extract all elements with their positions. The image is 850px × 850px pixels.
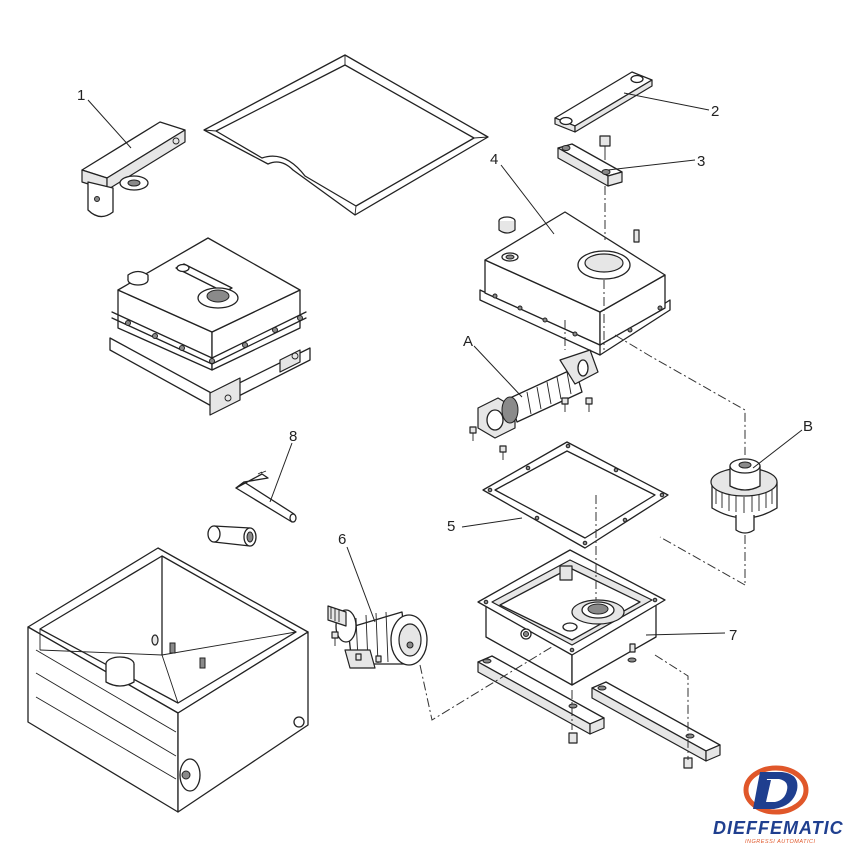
part-2-link-plate (554, 71, 653, 133)
part-4-gearbox-lid (479, 211, 671, 356)
logo-emblem-ring (743, 765, 809, 815)
base-strap-right (591, 681, 721, 769)
leader-3 (607, 159, 696, 171)
assembly-axes (419, 186, 746, 760)
callout-labels: 1 2 3 4 A B 5 6 7 8 (77, 87, 813, 644)
leader-7 (645, 632, 726, 636)
label-6: 6 (338, 531, 346, 548)
part-5-gasket (482, 441, 669, 549)
label-8: 8 (289, 428, 297, 445)
leader-1 (87, 99, 132, 149)
label-7: 7 (729, 627, 737, 644)
part-A-worm-shaft (469, 349, 599, 460)
label-2: 2 (711, 103, 719, 120)
label-A: A (463, 333, 473, 350)
leader-8 (269, 442, 293, 503)
logo-wordmark: DIEFFEMATIC (713, 818, 844, 838)
part-3-bracket (557, 135, 623, 187)
label-4: 4 (490, 151, 498, 168)
cover-plate (203, 54, 489, 216)
assembled-gearbox (109, 237, 311, 416)
leader-4 (500, 164, 555, 235)
label-B: B (803, 418, 813, 435)
brand-logo: DIEFFEMATIC INGRESSI AUTOMATICI (713, 765, 844, 845)
logo-tagline: INGRESSI AUTOMATICI (745, 839, 816, 845)
leader-5 (461, 517, 523, 528)
part-B-pinion (710, 458, 778, 534)
foundation-box (27, 547, 309, 813)
label-1: 1 (77, 87, 85, 104)
part-8-hex-key (235, 470, 297, 523)
coupling-sleeve (207, 525, 257, 547)
part-7-gearbox-housing (477, 549, 666, 686)
leader-6 (346, 546, 376, 623)
part-1-lever-arm (81, 121, 186, 218)
leader-2 (623, 92, 710, 111)
label-3: 3 (697, 153, 705, 170)
leader-A (473, 345, 523, 398)
part-6-motor (327, 605, 428, 669)
leader-B (752, 429, 803, 469)
label-5: 5 (447, 518, 455, 535)
